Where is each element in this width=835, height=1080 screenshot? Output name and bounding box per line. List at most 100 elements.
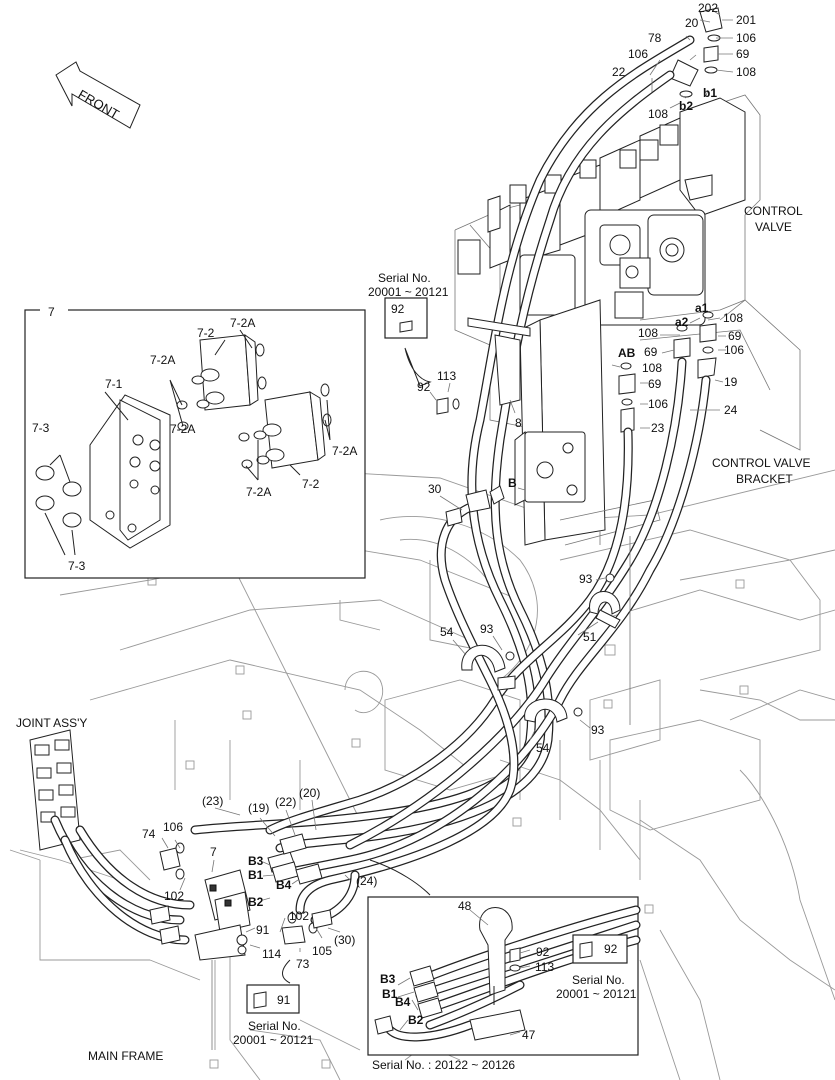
- part-callout: 74: [142, 827, 156, 841]
- part-callout: 113: [535, 960, 554, 974]
- part-callout: 24: [724, 403, 738, 417]
- inset-part-label: 7-3: [68, 559, 86, 573]
- port-label: b1: [703, 86, 717, 100]
- serial-box-text: Serial No.: [572, 973, 625, 987]
- part-callout: 102: [164, 889, 184, 903]
- control-valve-label-1: CONTROL: [744, 204, 803, 218]
- part-callout: 8: [515, 416, 522, 430]
- part-callout: 92: [417, 380, 431, 394]
- port-label: a2: [675, 315, 689, 329]
- inset-assembly-labels: 7-2A 7-2 7-2A 7-1 7-2A 7-3 7-2A 7-2A 7-2…: [32, 316, 357, 573]
- inset-serial-label: Serial No. : 20122 ~ 20126: [372, 1058, 515, 1072]
- part-callout: (23): [202, 794, 223, 808]
- port-label: B: [508, 476, 517, 490]
- bracket-label-2: BRACKET: [736, 472, 793, 486]
- part-callout: 106: [648, 397, 668, 411]
- part-callout: 19: [724, 375, 738, 389]
- part-callout: 108: [638, 326, 658, 340]
- inset-part-label: 7-2A: [150, 353, 175, 367]
- part-callout: (22): [275, 795, 296, 809]
- part-callout: 106: [163, 820, 183, 834]
- part-callout: 22: [612, 65, 626, 79]
- inset-part-label: 7-2A: [246, 485, 271, 499]
- part-callout: 7: [210, 845, 217, 859]
- part-callout: 51: [583, 630, 597, 644]
- inset-assembly-number: 7: [48, 305, 55, 319]
- part-callout: (30): [334, 933, 355, 947]
- port-label: B2: [408, 1013, 424, 1027]
- serial-box-text: 92: [391, 302, 405, 316]
- part-callout: 48: [458, 899, 472, 913]
- inset-part-label: 7-2: [197, 326, 215, 340]
- leader-lines: [161, 9, 734, 1050]
- port-label: B4: [276, 878, 292, 892]
- serial-box-3: 92 Serial No. 20001 ~ 20121: [556, 934, 637, 1001]
- serial-box-text: Serial No.: [248, 1019, 301, 1033]
- part-callout: 93: [591, 723, 605, 737]
- part-callout: 108: [736, 65, 756, 79]
- part-callout: 106: [628, 47, 648, 61]
- part-callout: 108: [642, 361, 662, 375]
- port-label: B4: [395, 995, 411, 1009]
- inset-part-label: 7-2: [302, 477, 320, 491]
- part-callout: 201: [736, 13, 756, 27]
- main-frame-label: MAIN FRAME: [88, 1049, 163, 1063]
- part-callout: 20: [685, 16, 699, 30]
- serial-box-text: 20001 ~ 20121: [556, 987, 637, 1001]
- part-callout: 202: [698, 1, 718, 15]
- callouts: 202 201 20 106 78 69 106 108 22 108 108 …: [142, 1, 756, 1042]
- serial-box-1: 92 Serial No. 20001 ~ 20121: [368, 271, 449, 387]
- part-callout: 93: [480, 622, 494, 636]
- part-callout: (24): [356, 874, 377, 888]
- part-callout: (20): [299, 786, 320, 800]
- part-callout: 73: [296, 957, 310, 971]
- part-callout: 69: [736, 47, 750, 61]
- serial-box-text: Serial No.: [378, 271, 431, 285]
- inset-part-label: 7-1: [105, 377, 123, 391]
- port-label: B1: [382, 987, 398, 1001]
- part-callout: 69: [644, 345, 658, 359]
- control-valve: [454, 94, 761, 431]
- part-callout: 91: [256, 923, 270, 937]
- part-callout: 47: [522, 1028, 536, 1042]
- part-callout: 92: [536, 945, 550, 959]
- part-callout: 93: [579, 572, 593, 586]
- part-callout: (19): [248, 801, 269, 815]
- part-callout: 23: [651, 421, 665, 435]
- area-labels: CONTROL VALVE CONTROL VALVE BRACKET JOIN…: [16, 204, 810, 1072]
- port-labels: b1 b2 a1 a2 AB B B1 B2 B3 B4: [248, 86, 717, 909]
- hose-clamps: [436, 317, 621, 723]
- inset-part-label: 7-2A: [332, 444, 357, 458]
- block-7-assembly: [159, 833, 333, 961]
- inset-part-label: 7-2A: [230, 316, 255, 330]
- part-callout: 78: [648, 31, 662, 45]
- port-label: B1: [248, 868, 264, 882]
- part-callout: 30: [428, 482, 442, 496]
- serial-box-text: 91: [277, 993, 291, 1007]
- bracket-label-1: CONTROL VALVE: [712, 456, 810, 470]
- joint-assy: [29, 729, 195, 945]
- control-valve-bracket: [514, 299, 801, 546]
- part-callout: 54: [440, 625, 454, 639]
- inset-part-label: 7-3: [32, 421, 50, 435]
- part-callout: 108: [723, 311, 743, 325]
- serial-box-2: 91 Serial No. 20001 ~ 20121: [233, 959, 314, 1047]
- fittings-top: [618, 7, 723, 433]
- part-callout: 113: [437, 369, 456, 383]
- port-label: B3: [248, 854, 264, 868]
- port-label: B2: [248, 895, 264, 909]
- part-callout: 54: [536, 741, 550, 755]
- port-label: B3: [380, 972, 396, 986]
- part-callout: 108: [648, 107, 668, 121]
- part-callout: 69: [648, 377, 662, 391]
- upper-frame-structure: [9, 469, 835, 1080]
- serial-box-text: 20001 ~ 20121: [368, 285, 449, 299]
- control-valve-label-2: VALVE: [755, 220, 792, 234]
- front-label: FRONT: [76, 87, 122, 122]
- joint-assy-label: JOINT ASS'Y: [16, 716, 87, 730]
- port-label: a1: [695, 301, 709, 315]
- inset-part-label: 7-2A: [170, 422, 195, 436]
- serial-box-text: 92: [604, 942, 618, 956]
- inset-port-labels: B3 B1 B4 B2: [380, 972, 424, 1027]
